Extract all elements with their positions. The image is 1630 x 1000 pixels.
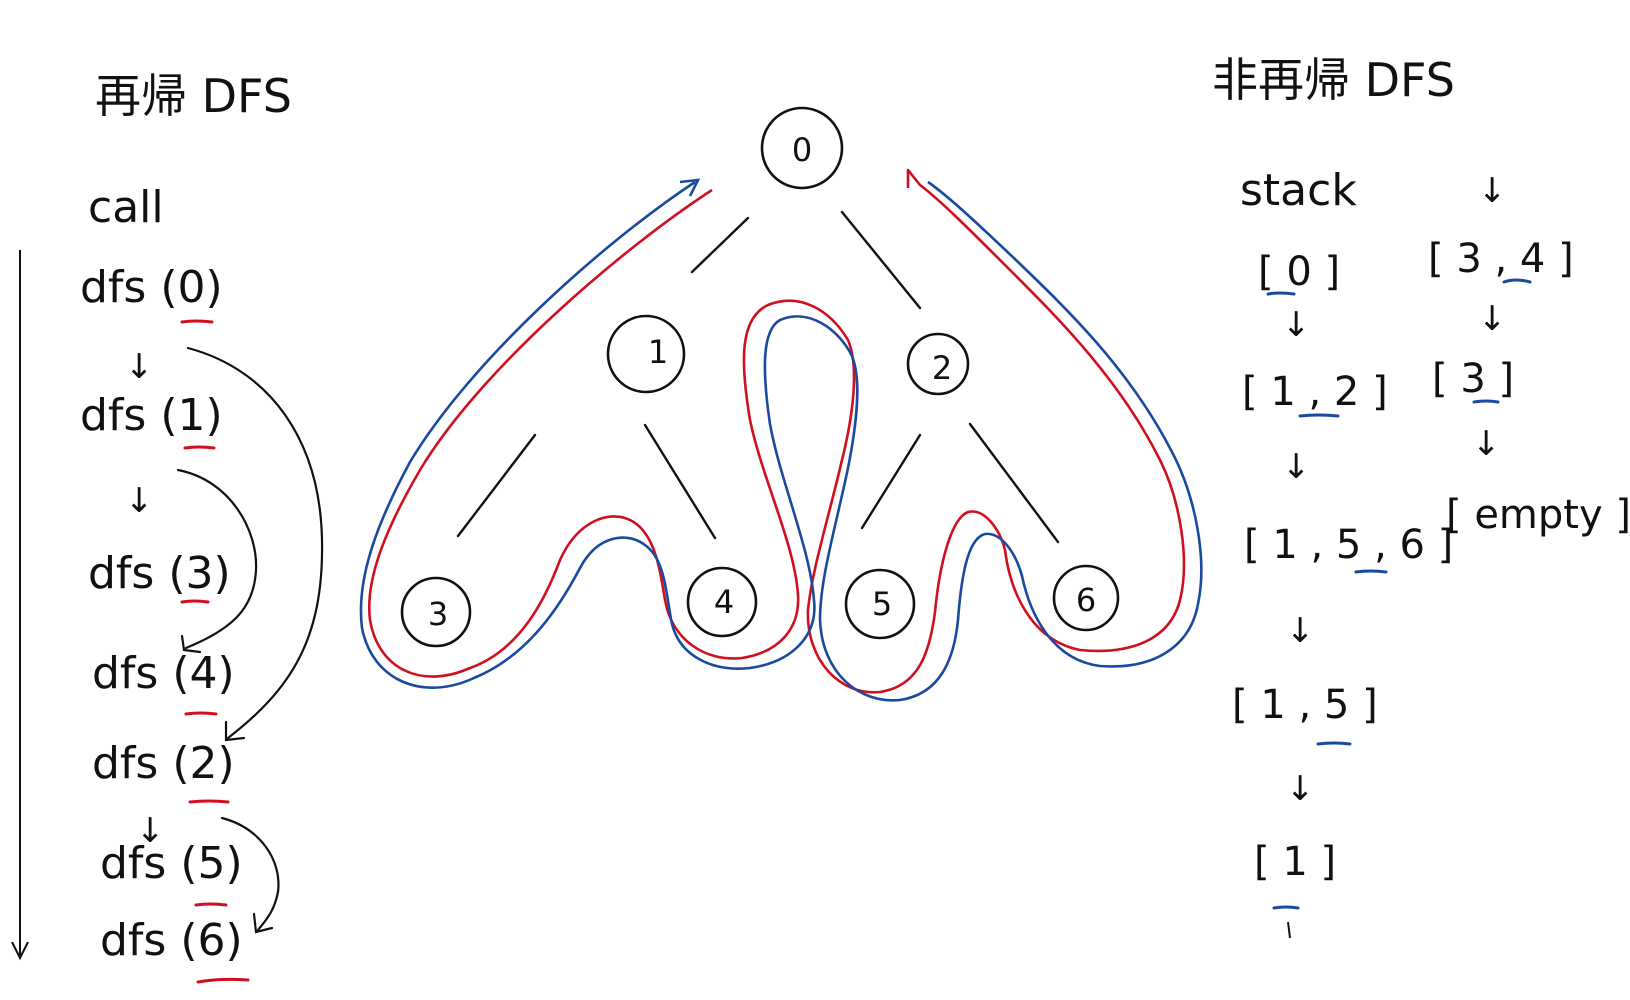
tree-edge <box>690 216 750 274</box>
node-label: 6 <box>1076 581 1096 619</box>
timeline-arrowhead-icon <box>11 941 29 961</box>
traversal-trace-blue <box>359 180 1203 702</box>
underline-blue <box>1272 905 1300 910</box>
underline-blue <box>1316 741 1352 746</box>
node-label: 2 <box>932 349 952 387</box>
recursive-panel: 再帰 DFS call dfs (0) ↓ dfs (1) ↓ dfs (3) … <box>11 69 324 984</box>
down-arrow-icon: ↓ <box>125 347 154 387</box>
down-arrow-icon: ↓ <box>1282 447 1311 487</box>
jump-curve-1-to-4 <box>176 468 258 650</box>
down-arrow-icon: ↓ <box>1286 611 1315 651</box>
call-dfs-2: dfs (2) <box>92 738 235 789</box>
down-arrow-icon: ↓ <box>1286 769 1315 809</box>
traversal-trace-red <box>367 168 1186 694</box>
underline-red <box>184 711 218 716</box>
tree-node-5: 5 <box>844 568 916 640</box>
call-dfs-5: dfs (5) <box>100 838 243 889</box>
underline-red <box>188 799 230 804</box>
underline-red <box>183 445 216 450</box>
down-arrow-icon: ↓ <box>1282 305 1311 345</box>
curve-arrowhead-icon <box>180 634 202 654</box>
underline-blue <box>1472 399 1500 404</box>
jump-curve-0-to-2 <box>186 346 324 740</box>
curve-arrowhead-icon <box>224 720 246 742</box>
down-arrow-icon: ↓ <box>1472 424 1501 464</box>
call-dfs-4: dfs (4) <box>92 648 235 699</box>
tree-node-0: 0 <box>760 106 844 190</box>
stack-state: [ 1 ] <box>1254 839 1336 885</box>
node-label: 3 <box>428 595 448 633</box>
call-dfs-3: dfs (3) <box>88 548 231 599</box>
tree-edge <box>456 433 537 538</box>
stack-state: [ 0 ] <box>1258 249 1340 295</box>
underline-blue <box>1298 413 1340 418</box>
underline-blue <box>1502 278 1532 284</box>
down-arrow-icon: ↓ <box>1478 299 1507 339</box>
tree-node-4: 4 <box>686 566 758 638</box>
underline-blue <box>1266 291 1296 296</box>
stack-state: [ empty ] <box>1446 492 1630 538</box>
underline-red <box>180 599 210 604</box>
stack-state: [ 3 ] <box>1432 356 1514 402</box>
call-dfs-1: dfs (1) <box>80 390 223 441</box>
stack-state: [ 1 , 5 , 6 ] <box>1244 522 1453 568</box>
node-label: 4 <box>714 583 734 621</box>
stack-state: [ 1 , 2 ] <box>1242 369 1388 415</box>
underline-blue <box>1354 569 1388 574</box>
node-label: 0 <box>792 131 812 169</box>
node-label: 1 <box>648 333 668 371</box>
iterative-panel: 非再帰 DFS stack [ 0 ] ↓ [ 1 , 2 ] ↓ [ 1 , … <box>1212 53 1630 939</box>
iterative-title: 非再帰 DFS <box>1212 53 1455 107</box>
underline-red <box>194 902 228 907</box>
trace-arrowhead-icon <box>679 178 701 197</box>
continuation-mark <box>1287 921 1291 939</box>
tree: 0 1 2 3 4 5 6 <box>359 106 1203 702</box>
tree-edge <box>840 210 922 310</box>
tree-edge <box>968 422 1060 544</box>
node-label: 5 <box>872 585 892 623</box>
stack-state: [ 1 , 5 ] <box>1232 682 1378 728</box>
stack-label: stack <box>1240 165 1357 216</box>
tree-edge <box>643 423 717 540</box>
underline-red <box>196 977 250 984</box>
call-label: call <box>88 182 164 233</box>
down-arrow-icon: ↓ <box>1478 171 1507 211</box>
tree-node-6: 6 <box>1052 564 1120 632</box>
tree-node-2: 2 <box>906 332 970 396</box>
tree-edge <box>860 433 922 530</box>
down-arrow-icon: ↓ <box>136 811 165 851</box>
tree-node-3: 3 <box>400 576 472 648</box>
recursive-title: 再帰 DFS <box>95 69 292 123</box>
down-arrow-icon: ↓ <box>125 481 154 521</box>
call-dfs-6: dfs (6) <box>100 915 243 966</box>
stack-state: [ 3 , 4 ] <box>1428 236 1574 282</box>
jump-curve-2-to-6 <box>220 816 280 932</box>
call-dfs-0: dfs (0) <box>80 262 223 313</box>
tree-node-1: 1 <box>606 314 686 394</box>
curve-arrowhead-icon <box>252 912 274 934</box>
underline-red <box>180 319 214 324</box>
